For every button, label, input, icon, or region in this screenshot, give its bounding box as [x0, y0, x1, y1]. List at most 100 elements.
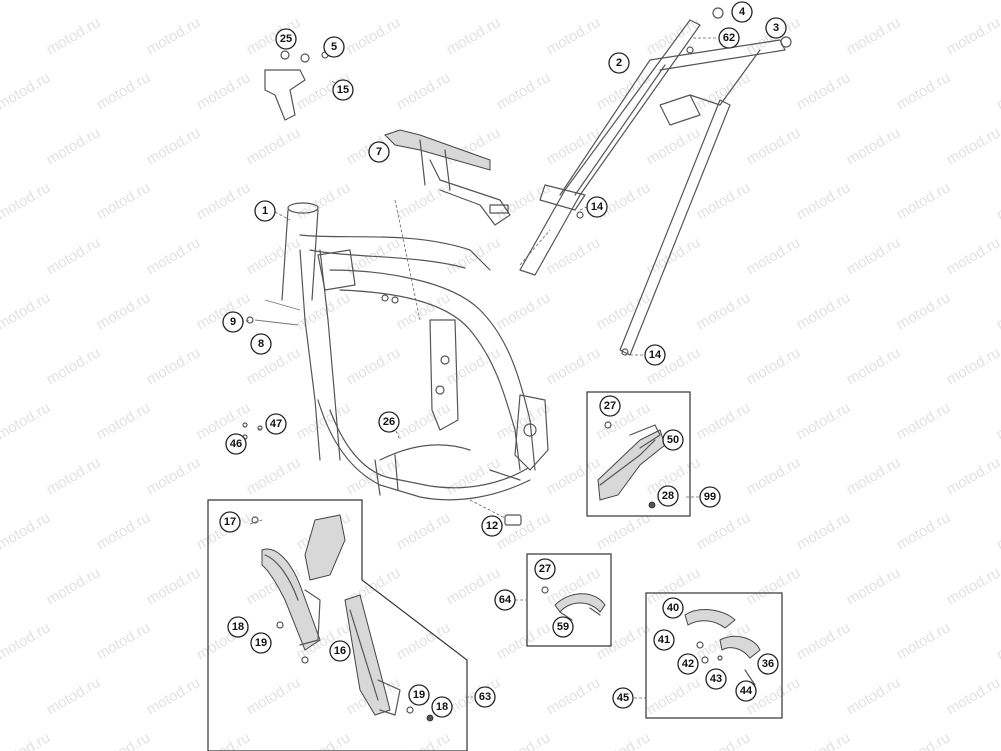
watermark-text: motod.ru	[694, 399, 754, 443]
callout-63[interactable]: 63	[474, 686, 496, 708]
watermark-text: motod.ru	[0, 509, 53, 553]
watermark-text: motod.ru	[244, 344, 304, 388]
callout-17[interactable]: 17	[219, 511, 241, 533]
main-frame	[254, 202, 549, 501]
callout-19-left-label: 19	[255, 637, 267, 649]
watermark-text: motod.ru	[994, 399, 1001, 443]
watermark-text: motod.ru	[494, 729, 554, 751]
watermark-text: motod.ru	[844, 674, 904, 718]
watermark-text: motod.ru	[944, 674, 1001, 718]
watermark-text: motod.ru	[394, 69, 454, 113]
watermark-text: motod.ru	[944, 234, 1001, 278]
callout-25-label: 25	[280, 33, 292, 45]
callout-15[interactable]: 15	[332, 79, 354, 101]
callout-25[interactable]: 25	[275, 28, 297, 50]
callout-41[interactable]: 41	[653, 629, 675, 651]
watermark-text: motod.ru	[144, 14, 204, 58]
watermark-text: motod.ru	[94, 399, 154, 443]
callout-26[interactable]: 26	[378, 411, 400, 433]
callout-63-label: 63	[479, 691, 491, 703]
watermark-text: motod.ru	[144, 454, 204, 498]
watermark-text: motod.ru	[994, 0, 1001, 3]
watermark-text: motod.ru	[544, 454, 604, 498]
watermark-text: motod.ru	[0, 399, 53, 443]
callout-46[interactable]: 46	[225, 433, 247, 455]
callout-19-right-label: 19	[413, 689, 425, 701]
callout-40[interactable]: 40	[662, 597, 684, 619]
watermark-text: motod.ru	[44, 454, 104, 498]
watermark-text: motod.ru	[894, 289, 954, 333]
callout-14-upper[interactable]: 14	[586, 196, 608, 218]
watermark-text: motod.ru	[544, 14, 604, 58]
watermark-text: motod.ru	[0, 619, 53, 663]
callout-99[interactable]: 99	[699, 486, 721, 508]
callout-18-right[interactable]: 18	[431, 696, 453, 718]
callout-2-label: 2	[616, 57, 622, 69]
watermark-text: motod.ru	[144, 234, 204, 278]
callout-28[interactable]: 28	[657, 485, 679, 507]
callout-12[interactable]: 12	[481, 515, 503, 537]
watermark-text: motod.ru	[194, 179, 254, 223]
callout-2[interactable]: 2	[608, 52, 630, 74]
watermark-text: motod.ru	[44, 124, 104, 168]
callout-43-label: 43	[710, 673, 722, 685]
callout-45[interactable]: 45	[612, 687, 634, 709]
watermark-text: motod.ru	[544, 124, 604, 168]
watermark-text: motod.ru	[944, 564, 1001, 608]
watermark-text: motod.ru	[944, 124, 1001, 168]
callout-45-label: 45	[617, 692, 629, 704]
callout-28-label: 28	[662, 490, 674, 502]
callout-4[interactable]: 4	[731, 1, 753, 23]
callout-19-left[interactable]: 19	[250, 632, 272, 654]
watermark-text: motod.ru	[744, 564, 804, 608]
chain-guide-box	[586, 391, 691, 517]
callout-18-left[interactable]: 18	[227, 616, 249, 638]
watermark-text: motod.ru	[694, 509, 754, 553]
protector-kit-box	[207, 499, 468, 751]
watermark-text: motod.ru	[394, 399, 454, 443]
callout-14-lower[interactable]: 14	[644, 344, 666, 366]
callout-1[interactable]: 1	[254, 200, 276, 222]
watermark-text: motod.ru	[844, 564, 904, 608]
callout-9[interactable]: 9	[222, 311, 244, 333]
watermark-text: motod.ru	[44, 344, 104, 388]
callout-64[interactable]: 64	[494, 589, 516, 611]
callout-50[interactable]: 50	[662, 429, 684, 451]
watermark-text: motod.ru	[744, 454, 804, 498]
callout-3[interactable]: 3	[765, 17, 787, 39]
callout-59[interactable]: 59	[552, 616, 574, 638]
callout-62-label: 62	[723, 32, 735, 44]
watermark-text: motod.ru	[244, 674, 304, 718]
callout-16[interactable]: 16	[329, 640, 351, 662]
callout-44[interactable]: 44	[735, 680, 757, 702]
callout-43[interactable]: 43	[705, 668, 727, 690]
watermark-text: motod.ru	[994, 69, 1001, 113]
watermark-text: motod.ru	[694, 69, 754, 113]
callout-27-slider-label: 27	[539, 563, 551, 575]
callout-27-slider[interactable]: 27	[534, 558, 556, 580]
callout-40-label: 40	[667, 602, 679, 614]
callout-42[interactable]: 42	[677, 653, 699, 675]
callout-27-chain[interactable]: 27	[599, 395, 621, 417]
callout-42-label: 42	[682, 658, 694, 670]
callout-7[interactable]: 7	[368, 141, 390, 163]
watermark-text: motod.ru	[694, 729, 754, 751]
watermark-text: motod.ru	[794, 179, 854, 223]
callout-62[interactable]: 62	[718, 27, 740, 49]
callout-36[interactable]: 36	[757, 653, 779, 675]
watermark-text: motod.ru	[594, 289, 654, 333]
watermark-text: motod.ru	[494, 69, 554, 113]
watermark-text: motod.ru	[144, 124, 204, 168]
callout-8[interactable]: 8	[250, 333, 272, 355]
bolt-12	[469, 499, 522, 526]
callout-19-right[interactable]: 19	[408, 684, 430, 706]
callout-99-label: 99	[704, 491, 716, 503]
watermark-text: motod.ru	[0, 14, 3, 58]
callout-5[interactable]: 5	[323, 36, 345, 58]
watermark-text: motod.ru	[894, 69, 954, 113]
watermark-text: motod.ru	[644, 124, 704, 168]
watermark-text: motod.ru	[394, 729, 454, 751]
callout-14-lower-label: 14	[649, 349, 662, 361]
callout-47[interactable]: 47	[265, 413, 287, 435]
watermark-text: motod.ru	[394, 619, 454, 663]
